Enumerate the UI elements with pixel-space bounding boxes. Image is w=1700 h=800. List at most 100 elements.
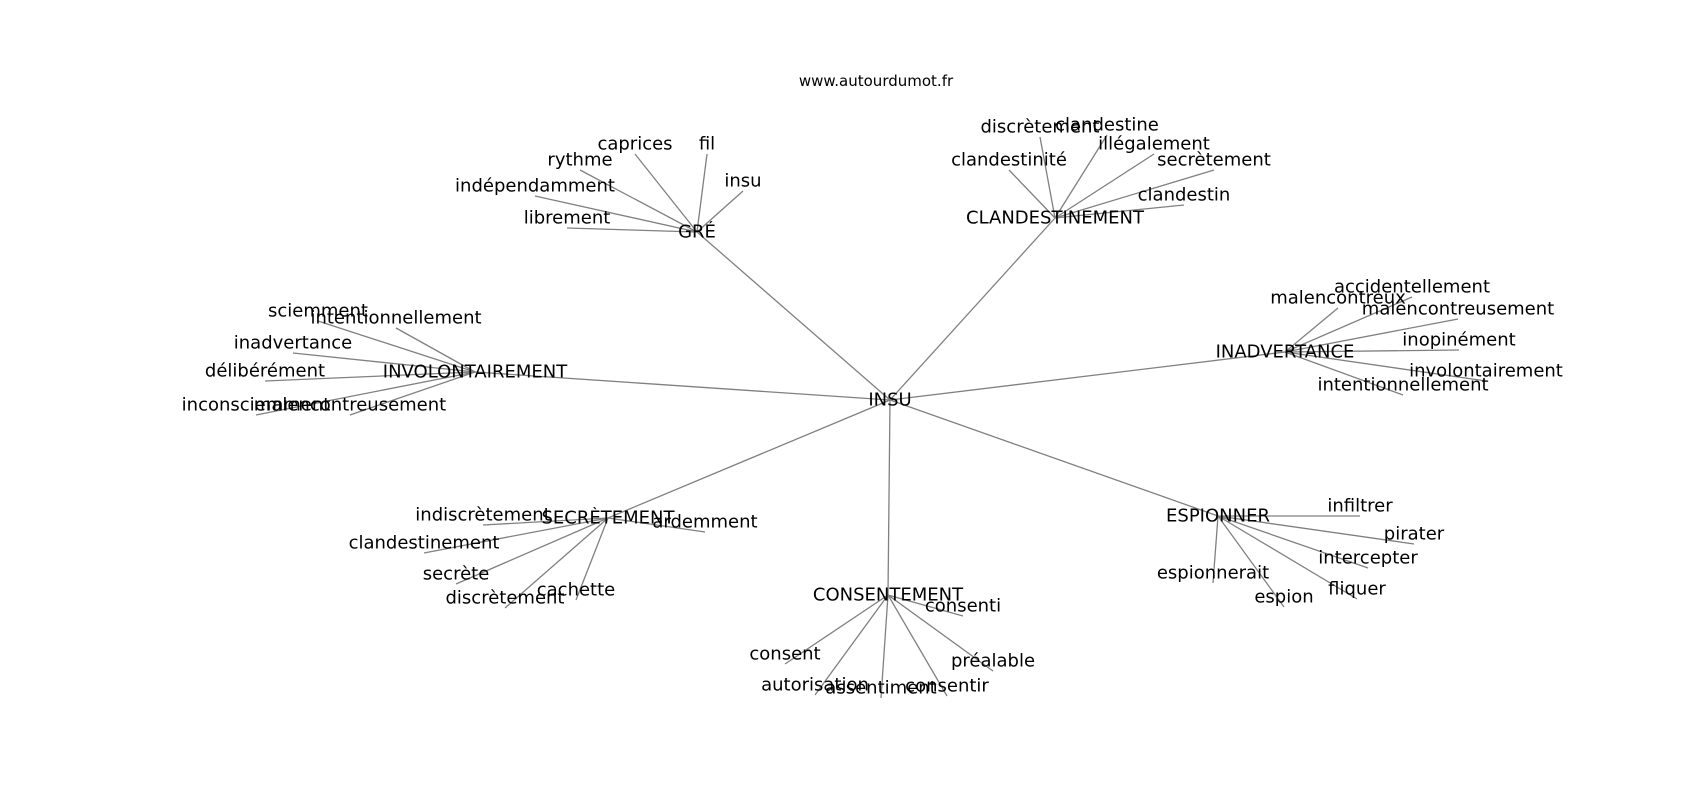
- leaf-node: inconsciemment: [182, 395, 331, 416]
- edge-hub-leaf: [1008, 169, 1056, 219]
- leaf-node: espionnerait: [1157, 563, 1269, 584]
- edge-hub-leaf: [482, 517, 609, 526]
- edge-hub-leaf: [423, 517, 609, 554]
- leaf-node: rythme: [547, 150, 612, 171]
- edge-hub-leaf: [696, 190, 744, 233]
- leaf-node: secrètement: [1157, 150, 1271, 171]
- hub-node: SECRÈTEMENT: [542, 507, 676, 529]
- edge-hub-leaf: [784, 594, 889, 665]
- edge-hub-leaf: [887, 594, 994, 672]
- edge-hub-leaf: [504, 517, 609, 609]
- leaf-node: pirater: [1384, 524, 1445, 545]
- edge-hub-leaf: [634, 153, 698, 233]
- leaf-node: inopinément: [1402, 330, 1515, 351]
- edge-hub-leaf: [1284, 351, 1487, 382]
- leaf-node: cachette: [537, 580, 616, 601]
- leaf-node: consentir: [905, 676, 989, 697]
- leaf-node: indiscrètement: [415, 505, 550, 526]
- leaf-node: préalable: [951, 651, 1035, 672]
- leaf-node: infiltrer: [1327, 496, 1393, 517]
- edge-hub-leaf: [1284, 349, 1460, 353]
- leaf-node: sciemment: [268, 301, 368, 322]
- leaf-node: librement: [524, 208, 611, 229]
- leaf-node: involontairement: [1409, 361, 1563, 382]
- leaf-node: discrètement: [981, 117, 1100, 138]
- edge-hub-leaf: [349, 371, 476, 416]
- hub-node: INADVERTANCE: [1216, 342, 1355, 363]
- leaf-node: fil: [699, 134, 715, 155]
- edge-hub-leaf: [1217, 515, 1369, 569]
- edge-hub-leaf: [1212, 515, 1219, 584]
- leaf-node: espion: [1254, 587, 1313, 608]
- edge-hub-leaf: [455, 517, 609, 585]
- leaf-node: insu: [724, 171, 761, 192]
- edge-hub-leaf: [1217, 515, 1358, 600]
- source-watermark: www.autourdumot.fr: [798, 72, 954, 90]
- edge-hub-leaf: [255, 371, 476, 416]
- leaf-node: consent: [749, 644, 820, 665]
- edge-hub-leaf: [1054, 204, 1185, 219]
- leaf-node: consenti: [925, 596, 1001, 617]
- leaf-node: clandestin: [1138, 185, 1231, 206]
- edge-hub-leaf: [1284, 318, 1459, 353]
- hub-node: CLANDESTINEMENT: [966, 208, 1145, 229]
- edge-hub-leaf: [1284, 296, 1413, 353]
- edge-hub-leaf: [1054, 169, 1215, 219]
- leaf-node: assentiment: [825, 678, 936, 699]
- hub-node: CONSENTEMENT: [813, 585, 964, 606]
- edge-hub-leaf: [887, 594, 948, 697]
- leaf-node: autorisation: [761, 675, 869, 696]
- edge-hub-leaf: [880, 594, 889, 699]
- edge-hub-leaf: [534, 195, 698, 233]
- edge-hub-leaf: [317, 320, 476, 373]
- leaf-node: clandestinement: [349, 533, 500, 554]
- edge-hub-leaf: [1217, 515, 1285, 608]
- hub-node: GRÉ: [678, 221, 716, 243]
- leaf-node: clandestinité: [951, 150, 1067, 171]
- leaf-node: secrète: [423, 564, 490, 585]
- edge-hub-leaf: [1284, 351, 1404, 396]
- edge-hub-leaf: [1217, 515, 1415, 545]
- edge-hub-leaf: [607, 517, 706, 533]
- leaf-node: clandestine: [1055, 115, 1159, 136]
- leaf-node: intentionnellement: [1317, 375, 1488, 396]
- leaf-node: ardemment: [652, 512, 757, 533]
- edge-hub-leaf: [264, 371, 476, 382]
- leaf-node: délibérément: [205, 361, 325, 382]
- leaf-node: illégalement: [1098, 134, 1210, 155]
- edge-center-hub: [887, 399, 891, 596]
- edge-center-hub: [474, 371, 891, 401]
- edge-hub-leaf: [1054, 153, 1155, 219]
- leaf-node: inadvertance: [234, 333, 352, 354]
- edge-center-hub: [889, 217, 1056, 401]
- leaf-node: accidentellement: [1334, 277, 1490, 298]
- leaf-node: intercepter: [1318, 548, 1418, 569]
- edge-hub-leaf: [395, 327, 476, 373]
- edge-hub-leaf: [579, 169, 698, 233]
- leaf-node: fliquer: [1328, 579, 1386, 600]
- edge-hub-leaf: [887, 594, 964, 617]
- edge-hub-leaf: [1054, 134, 1108, 219]
- edge-hub-leaf: [566, 227, 698, 233]
- edge-hub-leaf: [1039, 136, 1056, 219]
- leaf-node: intentionnellement: [310, 308, 481, 329]
- edge-center-hub: [889, 399, 1219, 517]
- leaf-node: malencontreusement: [1362, 299, 1554, 320]
- edge-center-hub: [696, 231, 891, 401]
- edge-center-hub: [889, 351, 1286, 401]
- leaf-node: malencontreux: [1270, 288, 1406, 309]
- hub-node: INVOLONTAIREMENT: [383, 362, 568, 383]
- leaf-node: discrètement: [446, 588, 565, 609]
- center-node: INSU: [868, 390, 911, 411]
- hub-node: ESPIONNER: [1166, 506, 1270, 527]
- edge-center-hub: [607, 399, 891, 519]
- edge-hub-leaf: [1284, 307, 1339, 353]
- edge-hub-leaf: [696, 153, 708, 233]
- leaf-node: malencontreusement: [254, 395, 446, 416]
- edge-hub-leaf: [814, 594, 889, 696]
- leaf-node: indépendamment: [455, 176, 615, 197]
- edge-hub-leaf: [575, 517, 609, 601]
- leaf-node: caprices: [597, 134, 672, 155]
- edge-hub-leaf: [292, 352, 476, 373]
